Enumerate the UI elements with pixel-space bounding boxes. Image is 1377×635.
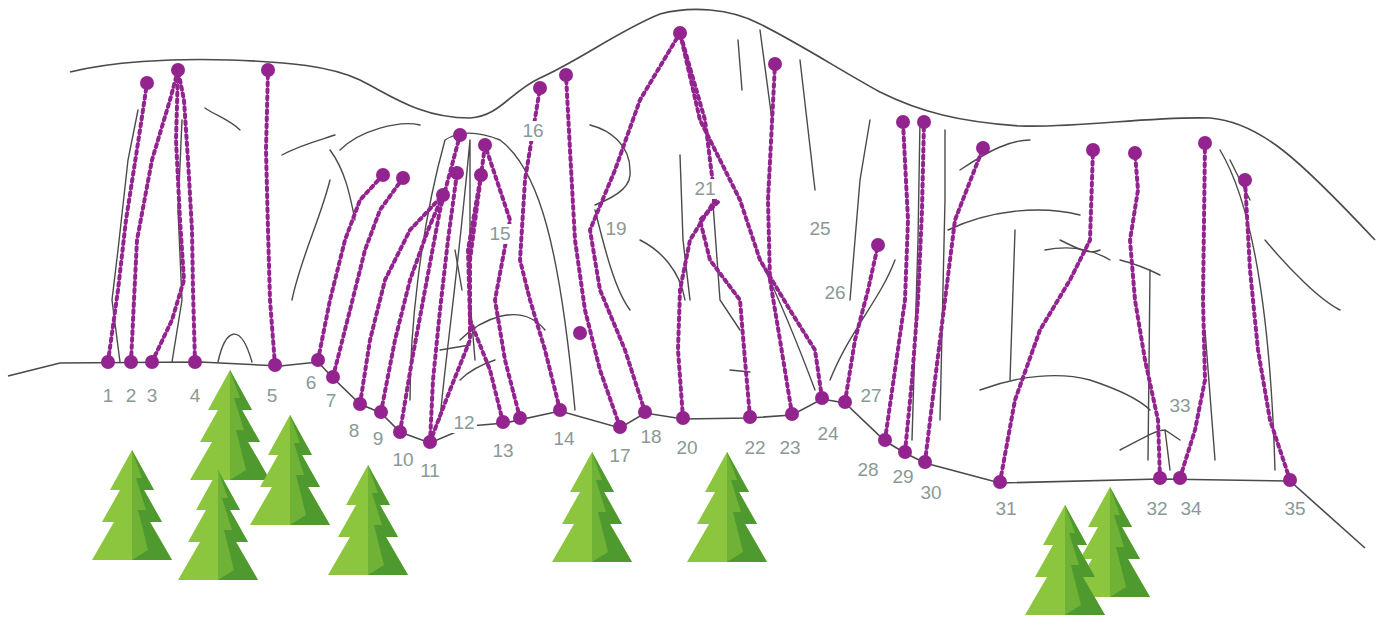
- callout-number: 3: [145, 386, 160, 407]
- callout-number: 21: [692, 179, 717, 200]
- callout-number: 19: [603, 219, 628, 240]
- callout-number: 34: [1178, 499, 1203, 520]
- callout-number: 29: [890, 467, 915, 488]
- climbing-routes: [108, 33, 1290, 482]
- callout-number: 25: [807, 219, 832, 240]
- callout-number: 2: [124, 386, 139, 407]
- callout-number: 5: [265, 386, 280, 407]
- callout-number: 22: [742, 438, 767, 459]
- callout-number: 28: [855, 460, 880, 481]
- route-dots: [101, 26, 1297, 489]
- callout-number: 15: [487, 224, 512, 245]
- callout-number: 17: [607, 446, 632, 467]
- callout-number: 33: [1167, 396, 1192, 417]
- callout-number: 10: [390, 450, 415, 471]
- callout-number: 14: [551, 429, 576, 450]
- callout-number: 24: [815, 424, 840, 445]
- callout-number: 6: [304, 373, 319, 394]
- callout-number: 30: [918, 483, 943, 504]
- callout-number: 16: [520, 121, 545, 142]
- callout-number: 23: [777, 438, 802, 459]
- callout-number: 31: [993, 499, 1018, 520]
- callout-number: 9: [371, 429, 386, 450]
- callout-number: 7: [324, 391, 339, 412]
- callout-number: 4: [188, 386, 203, 407]
- callout-number: 1: [101, 386, 116, 407]
- callout-number: 35: [1282, 499, 1307, 520]
- callout-number: 26: [822, 283, 847, 304]
- callout-number: 27: [858, 386, 883, 407]
- callout-number: 11: [418, 461, 442, 482]
- callout-number: 20: [674, 438, 699, 459]
- callout-number: 18: [638, 427, 663, 448]
- trees: [92, 370, 1150, 615]
- callout-number: 13: [490, 441, 515, 462]
- callout-number: 32: [1144, 499, 1169, 520]
- callout-number: 12: [451, 413, 476, 434]
- callout-number: 8: [347, 421, 362, 442]
